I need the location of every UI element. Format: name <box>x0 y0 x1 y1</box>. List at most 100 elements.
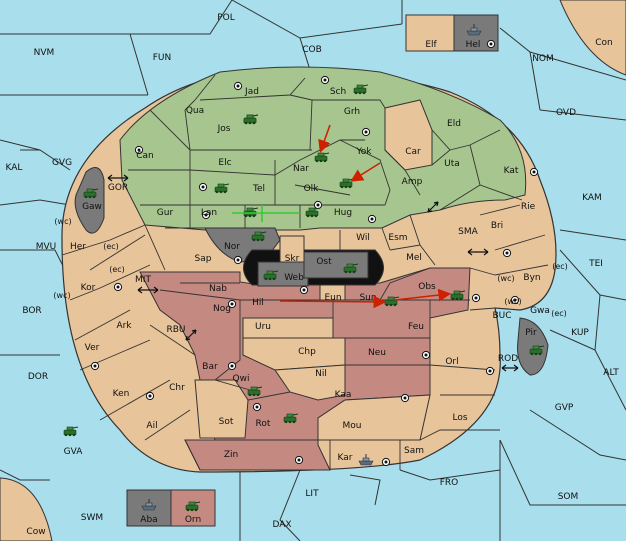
land-nil: Nil <box>315 369 327 379</box>
land-esm: Esm <box>388 233 407 243</box>
sea-pol: POL <box>217 13 235 23</box>
land-sap: Sap <box>195 254 212 264</box>
sea-kup: KUP <box>571 328 589 338</box>
order-grh-nar <box>318 124 331 154</box>
sea-kam: KAM <box>582 193 602 203</box>
province-mou[interactable] <box>317 394 431 441</box>
province-elf[interactable] <box>405 14 455 52</box>
land-kat: Kat <box>504 166 519 176</box>
land-zin: Zin <box>224 450 238 460</box>
land-los: Los <box>452 413 467 423</box>
strait-markers <box>107 174 519 372</box>
land-eld: Eld <box>447 119 461 129</box>
province-sot[interactable] <box>194 379 249 439</box>
province-ost[interactable] <box>303 251 369 279</box>
land-cow: Cow <box>26 527 45 537</box>
land-qwi: Qwi <box>233 374 250 384</box>
land-lan: Lan <box>201 208 217 218</box>
land-elc: Elc <box>218 158 231 168</box>
land-mou: Mou <box>343 421 362 431</box>
sea-nom: NOM <box>532 54 554 64</box>
province-gaw[interactable] <box>74 167 105 234</box>
land-car: Car <box>405 147 421 157</box>
land-obs: Obs <box>418 282 436 292</box>
land-pir: Pir <box>525 328 537 338</box>
land-uru: Uru <box>255 322 271 332</box>
land-neu: Neu <box>368 348 386 358</box>
land-rot: Rot <box>256 419 271 429</box>
land-wil: Wil <box>356 233 370 243</box>
coast-kor-ec: (ec) <box>109 265 125 274</box>
land-grh: Grh <box>344 107 360 117</box>
land-bri: Bri <box>491 221 503 231</box>
sea-alt: ALT <box>603 368 619 378</box>
land-can: Can <box>136 151 154 161</box>
land-bar: Bar <box>202 362 218 372</box>
land-hug: Hug <box>334 208 352 218</box>
coast-kor-wc: (wc) <box>53 291 70 300</box>
sea-fro: FRO <box>440 478 459 488</box>
sea-rod: ROD <box>498 354 518 364</box>
land-skr: Skr <box>285 254 300 264</box>
sea-lit: LIT <box>305 489 319 499</box>
land-ver: Ver <box>85 343 100 353</box>
sea-bor: BOR <box>22 306 41 316</box>
coast-gwa-ec: (ec) <box>551 309 567 318</box>
sea-kal: KAL <box>6 163 23 173</box>
sea-sma: SMA <box>458 227 478 237</box>
land-sam: Sam <box>404 446 424 456</box>
sea-nvm: NVM <box>34 48 55 58</box>
land-nog: Nog <box>213 304 231 314</box>
land-labels: Con Cow Elf Hel Aba Orn Jad Sch Qua Grh … <box>26 38 612 537</box>
province-skr[interactable] <box>279 235 305 265</box>
sea-dor: DOR <box>28 372 48 382</box>
land-olk: Olk <box>304 184 320 194</box>
land-eun: Eun <box>324 293 341 303</box>
coast-byn-wc: (wc) <box>497 274 514 283</box>
land-hil: Hil <box>252 298 264 308</box>
land-nor: Nor <box>224 242 240 252</box>
land-tel: Tel <box>252 184 265 194</box>
land-jos: Jos <box>217 124 231 134</box>
coast-tags: (wc) (ec) (ec) (wc) (wc) (ec) (wc) (ec) <box>53 217 567 318</box>
sea-dax: DAX <box>272 520 291 530</box>
coast-her-wc: (wc) <box>54 217 71 226</box>
land-amp: Amp <box>402 177 423 187</box>
sea-cob: COB <box>302 45 322 55</box>
land-mel: Mel <box>406 253 422 263</box>
sea-labels: POL NVM FUN COB NOM OVD KAL GVG GOR KAM … <box>6 13 620 530</box>
land-ail: Ail <box>146 421 157 431</box>
land-ark: Ark <box>116 321 132 331</box>
land-her: Her <box>70 242 86 252</box>
sea-gor: GOR <box>108 183 128 193</box>
land-jad: Jad <box>244 87 259 97</box>
land-sun: Sun <box>359 293 376 303</box>
land-aba: Aba <box>140 515 157 525</box>
sea-gvg: GVG <box>52 158 72 168</box>
sea-mit: MIT <box>135 275 151 285</box>
land-feu: Feu <box>408 322 424 332</box>
sea-fun: FUN <box>153 53 172 63</box>
coast-gwa-wc: (wc) <box>504 297 521 306</box>
sea-gvp: GVP <box>555 403 574 413</box>
land-kaa: Kaa <box>335 390 352 400</box>
province-nil[interactable] <box>274 364 346 401</box>
order-sun-obs <box>394 288 452 302</box>
land-gur: Gur <box>157 208 174 218</box>
coast-her-ec: (ec) <box>103 242 119 251</box>
land-kor: Kor <box>81 283 96 293</box>
land-orn: Orn <box>185 515 201 525</box>
land-chr: Chr <box>169 383 185 393</box>
land-gaw: Gaw <box>82 202 102 212</box>
sea-mvu: MVU <box>36 242 57 252</box>
sea-gva: GVA <box>64 447 84 457</box>
land-elf: Elf <box>425 40 437 50</box>
land-chp: Chp <box>298 347 316 357</box>
land-uta: Uta <box>444 159 460 169</box>
land-orl: Orl <box>445 357 458 367</box>
order-yok-olk <box>350 162 381 182</box>
land-yok: Yok <box>355 147 372 157</box>
land-gwa: Gwa <box>530 306 550 316</box>
